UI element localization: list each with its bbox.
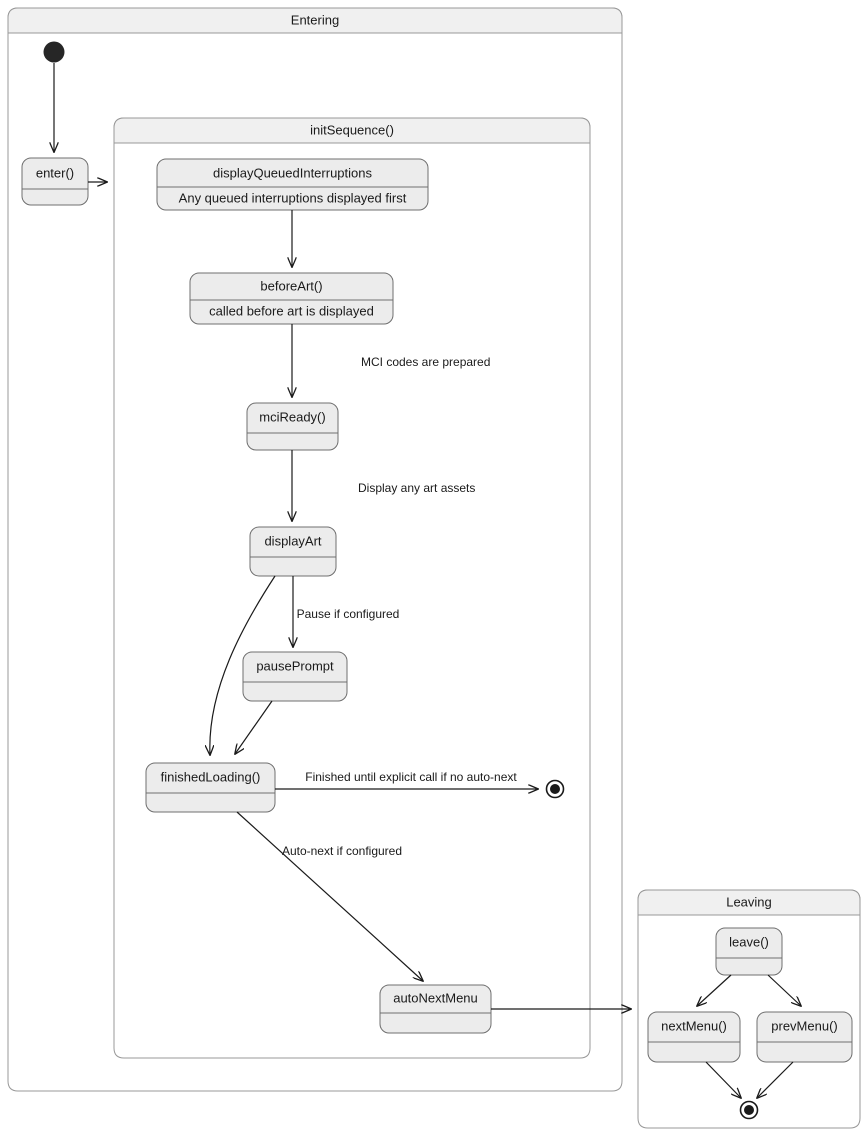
state-next-menu[interactable]: nextMenu() xyxy=(647,1011,741,1063)
edge-label-auto-next-if-configured: Auto-next if configured xyxy=(282,844,402,858)
final-state-leaving[interactable] xyxy=(739,1100,759,1120)
state-mci-ready[interactable]: mciReady() xyxy=(246,402,339,451)
initial-state-node[interactable] xyxy=(43,41,65,63)
state-label-auto-next-menu: autoNextMenu xyxy=(393,990,478,1005)
state-label-enter: enter() xyxy=(36,165,74,180)
state-prev-menu[interactable]: prevMenu() xyxy=(756,1011,853,1063)
composite-title-init-sequence: initSequence() xyxy=(310,122,394,137)
state-enter[interactable]: enter() xyxy=(21,157,89,206)
state-label-display-art: displayArt xyxy=(264,533,321,548)
state-display-art[interactable]: displayArt xyxy=(249,526,337,577)
edge-label-finished-until-explicit: Finished until explicit call if no auto-… xyxy=(305,770,517,784)
edge-next-menu-to-final xyxy=(705,1061,741,1098)
edge-display-art-to-finished-loading xyxy=(210,575,276,755)
state-label-next-menu: nextMenu() xyxy=(661,1018,727,1033)
state-finished-loading[interactable]: finishedLoading() xyxy=(145,762,276,813)
state-auto-next-menu[interactable]: autoNextMenu xyxy=(379,984,492,1034)
edge-label-mci-codes-prepared: MCI codes are prepared xyxy=(361,355,490,369)
state-label-pause-prompt: pausePrompt xyxy=(256,658,334,673)
edge-finished-loading-to-auto-next-menu xyxy=(236,811,423,981)
state-pause-prompt[interactable]: pausePrompt xyxy=(242,651,348,702)
state-before-art[interactable]: beforeArt() called before art is display… xyxy=(189,272,394,325)
composite-state-init-sequence[interactable]: initSequence() xyxy=(113,117,591,1059)
state-display-queued-interruptions[interactable]: displayQueuedInterruptions Any queued in… xyxy=(156,158,429,211)
composite-title-entering: Entering xyxy=(291,12,339,27)
state-label-mci-ready: mciReady() xyxy=(259,409,325,424)
composite-title-leaving: Leaving xyxy=(726,894,772,909)
final-state-init-sequence[interactable] xyxy=(545,779,565,799)
edge-label-display-art-assets: Display any art assets xyxy=(358,481,475,495)
state-desc-display-queued-interruptions: Any queued interruptions displayed first xyxy=(179,190,407,205)
state-label-display-queued-interruptions: displayQueuedInterruptions xyxy=(213,165,372,180)
edge-leave-to-prev-menu xyxy=(767,974,801,1006)
state-label-finished-loading: finishedLoading() xyxy=(161,769,261,784)
state-label-leave: leave() xyxy=(729,934,769,949)
state-leave[interactable]: leave() xyxy=(715,927,783,976)
edge-leave-to-next-menu xyxy=(697,974,732,1006)
state-label-before-art: beforeArt() xyxy=(260,278,322,293)
state-label-prev-menu: prevMenu() xyxy=(771,1018,837,1033)
edge-pause-prompt-to-finished-loading xyxy=(235,700,273,754)
edge-label-pause-if-configured: Pause if configured xyxy=(297,607,400,621)
composite-state-leaving[interactable]: Leaving xyxy=(637,889,861,1129)
edge-prev-menu-to-final xyxy=(757,1061,794,1098)
state-desc-before-art: called before art is displayed xyxy=(209,303,374,318)
